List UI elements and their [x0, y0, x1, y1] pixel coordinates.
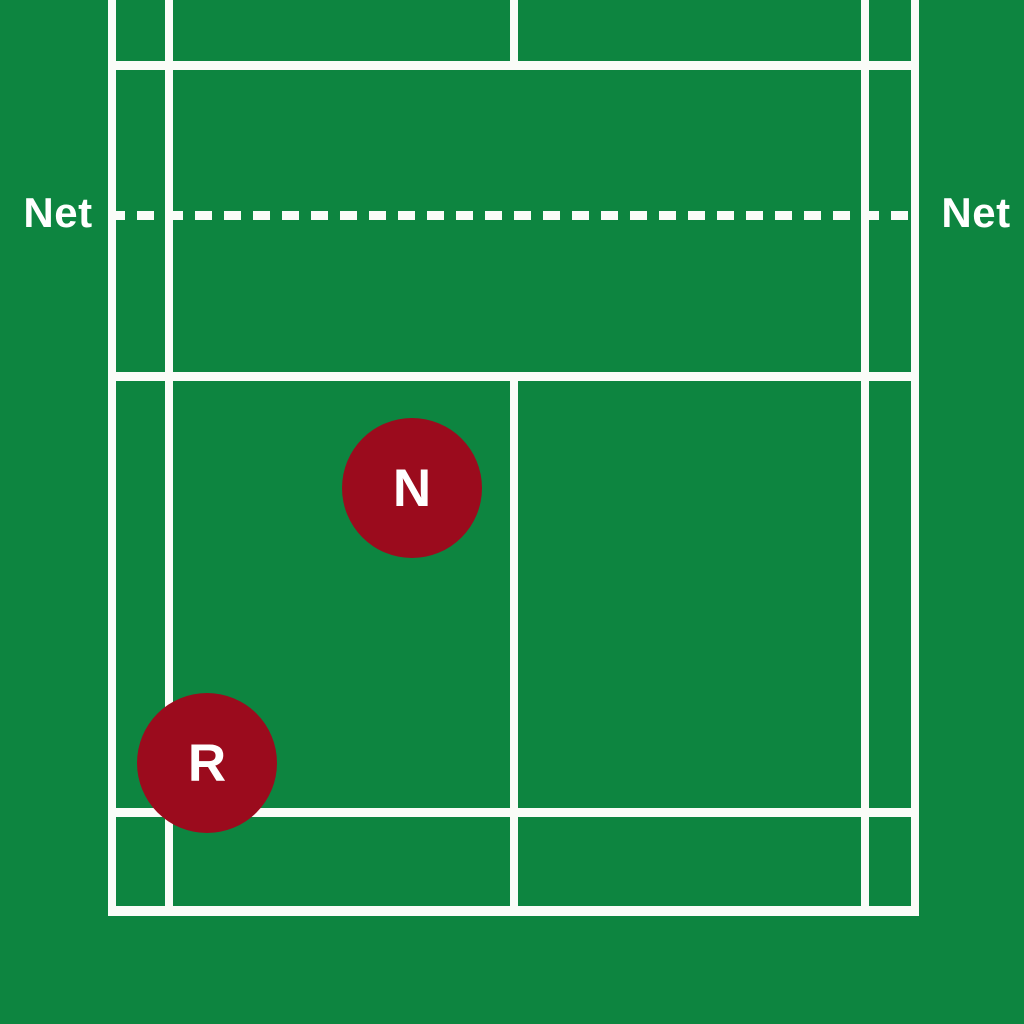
right-singles-sideline: [861, 0, 869, 916]
right-doubles-sideline: [911, 0, 919, 916]
left-singles-sideline: [165, 0, 173, 916]
centre-line-far-half: [510, 0, 518, 70]
player-marker-n: N: [342, 418, 482, 558]
near-short-service-line: [108, 372, 919, 381]
doubles-long-service-line: [108, 808, 919, 817]
left-doubles-sideline: [108, 0, 116, 916]
far-short-service-line: [108, 61, 919, 70]
net-dashed-line: [108, 211, 919, 220]
player-marker-n-label: N: [392, 458, 432, 518]
net-label-right: Net: [941, 189, 1011, 236]
player-marker-r-label: R: [187, 733, 227, 793]
net-label-left: Net: [23, 189, 93, 236]
back-boundary-line: [108, 906, 919, 916]
player-marker-r: R: [137, 693, 277, 833]
centre-line-near-half: [510, 372, 518, 916]
